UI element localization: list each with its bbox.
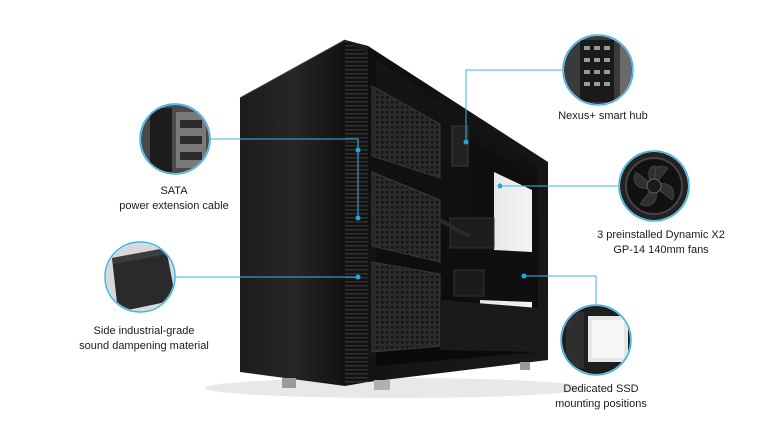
lower-drive-bay	[371, 261, 441, 353]
callout-label-ssd: Dedicated SSD mounting positions	[555, 383, 647, 410]
foam-panel-icon	[104, 241, 176, 313]
case-foot	[520, 362, 530, 370]
upper-drive-bay	[371, 85, 441, 179]
case-foot	[374, 380, 390, 390]
ssd-bracket-icon	[560, 304, 632, 376]
middle-drive-bay	[371, 171, 441, 263]
callout-label-dampening: Side industrial-grade sound dampening ma…	[79, 325, 209, 352]
case-foot	[282, 378, 296, 388]
cable-detail-icon	[139, 103, 211, 175]
callout-label-nexus-hub: Nexus+ smart hub	[558, 110, 648, 122]
side-vent-strip	[345, 40, 368, 386]
callout-label-fans: 3 preinstalled Dynamic X2 GP-14 140mm fa…	[597, 229, 725, 256]
fan-icon	[618, 150, 690, 222]
callout-label-sata: SATA power extension cable	[119, 185, 229, 212]
circuit-board-icon	[562, 34, 634, 106]
callout-lines	[174, 69, 620, 306]
nexus-hub-board	[451, 125, 469, 167]
front-panel	[240, 40, 345, 386]
callout-dots	[355, 139, 527, 280]
floor-shadow	[205, 378, 585, 398]
